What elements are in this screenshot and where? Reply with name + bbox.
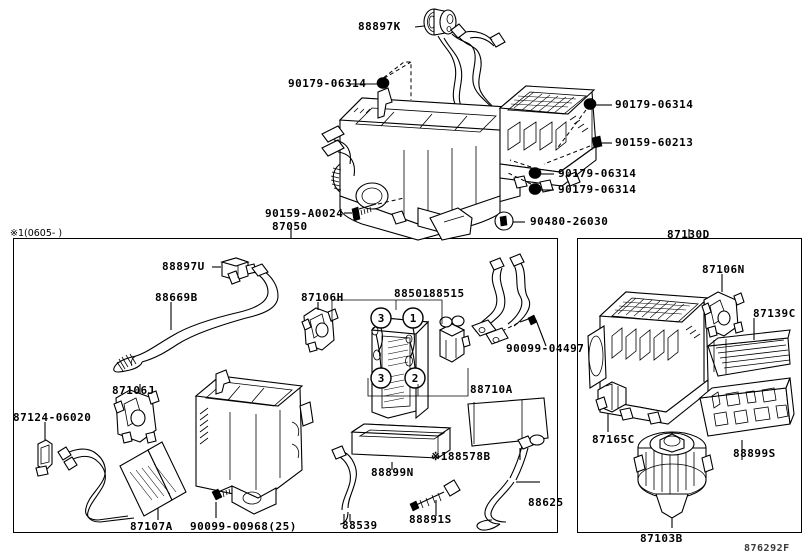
label-87165C: 87165C: [592, 433, 635, 446]
label-88899N: 88899N: [371, 466, 414, 479]
label-90179-06314-d: 90179-06314: [558, 183, 637, 196]
label-87106H: 87106H: [301, 291, 344, 304]
label-88501: 88501: [394, 287, 430, 300]
label-90159-A0024: 90159-A0024: [265, 207, 344, 220]
label-90179-06314-c: 90179-06314: [558, 167, 637, 180]
label-88539: 88539: [342, 519, 378, 532]
heater-hoses-art: [437, 23, 506, 133]
label-90099-00968: 90099-00968(25): [190, 520, 297, 533]
left-subassembly-panel: [13, 238, 558, 533]
label-88669B: 88669B: [155, 291, 198, 304]
label-88897K: 88897K: [358, 20, 401, 33]
label-group-87130D: 87130D: [667, 228, 710, 241]
label-group-87050: 87050: [272, 220, 308, 233]
right-blower-panel: [577, 238, 802, 533]
label-90099-04497: 90099-04497: [506, 342, 585, 355]
label-87106J: 87106J: [112, 384, 155, 397]
label-87106N: 87106N: [702, 263, 745, 276]
footnote-marker-1: ※1(0605- ): [10, 228, 63, 239]
label-90179-06314-a: 90179-06314: [288, 77, 367, 90]
label-90480-26030: 90480-26030: [530, 215, 609, 228]
label-88897U: 88897U: [162, 260, 205, 273]
part-88897K-art: [423, 8, 457, 36]
label-88515: 88515: [429, 287, 465, 300]
label-88891S: 88891S: [409, 513, 452, 526]
label-88625: 88625: [528, 496, 564, 509]
label-88899S: 88899S: [733, 447, 776, 460]
label-87139C: 87139C: [753, 307, 796, 320]
diagram-id: 876292F: [744, 543, 790, 554]
label-87103B: 87103B: [640, 532, 683, 545]
label-88578B: ※188578B: [431, 450, 491, 463]
label-88710A: 88710A: [470, 383, 513, 396]
label-87124-06020: 87124-06020: [13, 411, 92, 424]
label-90159-60213: 90159-60213: [615, 136, 694, 149]
main-ac-unit-art: [321, 87, 526, 241]
label-90179-06314-b: 90179-06314: [615, 98, 694, 111]
label-87107A: 87107A: [130, 520, 173, 533]
